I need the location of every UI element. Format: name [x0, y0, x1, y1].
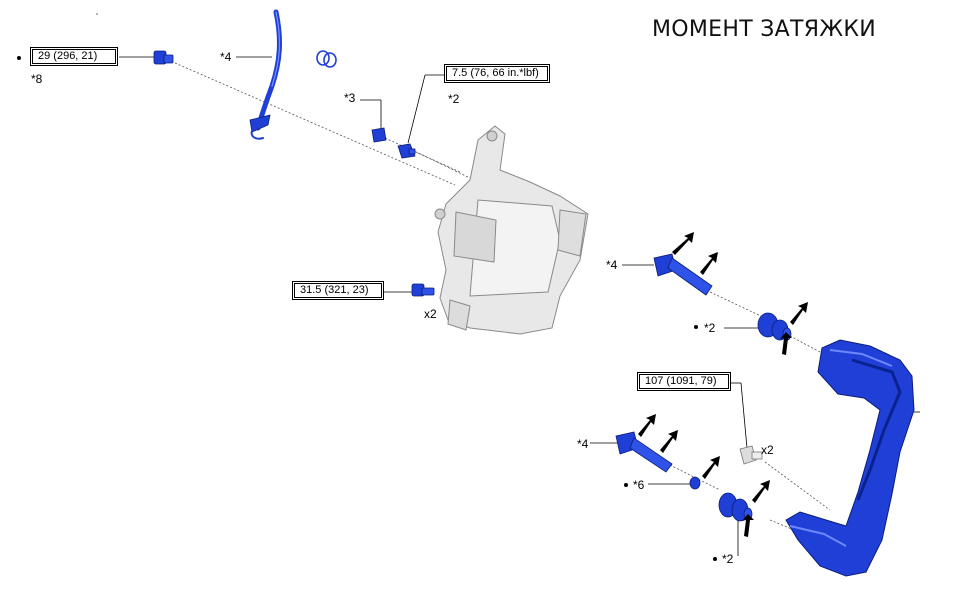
- label-part-4-lower-pin: *4: [577, 437, 589, 451]
- torque-box-bleeder-plug: 7.5 (76, 66 in.*lbf): [444, 64, 550, 83]
- torque-value: 29 (296, 21): [32, 49, 116, 64]
- grease-arrows: [638, 232, 808, 537]
- bushing: [689, 476, 701, 490]
- label-part-8: *8: [31, 72, 43, 86]
- label-part-4-upper-pin: *4: [606, 258, 618, 272]
- caliper-body: [434, 125, 589, 335]
- hose-clip: [316, 50, 337, 68]
- label-qty-bracket-bolt: x2: [761, 443, 774, 457]
- torque-box-bracket-bolt: 107 (1091, 79): [637, 372, 731, 391]
- bullet-dot: [624, 483, 628, 487]
- caliper-bracket: [785, 339, 920, 577]
- bullet-dot: [17, 56, 21, 60]
- bleeder-plug: [397, 143, 416, 159]
- bleeder-cap: [371, 127, 387, 143]
- torque-value: 31.5 (321, 23): [294, 283, 382, 298]
- slide-pin-lower: [615, 431, 673, 473]
- brake-hose: [249, 9, 282, 140]
- bullet-dot: [713, 557, 717, 561]
- stray-marks: [96, 13, 98, 15]
- slide-pin-upper: [653, 253, 713, 296]
- label-part-6: *6: [633, 478, 645, 492]
- label-part-4-hose: *4: [220, 50, 232, 64]
- label-part-2-bleeder: *2: [448, 92, 460, 106]
- bracket-bolt: [739, 445, 763, 465]
- bullet-dot: [694, 325, 698, 329]
- caliper-mount-bolt: [411, 283, 435, 297]
- label-qty-mount-bolt: x2: [424, 307, 437, 321]
- torque-box-union-bolt: 29 (296, 21): [30, 47, 118, 66]
- label-part-3: *3: [344, 91, 356, 105]
- page-title: МОМЕНТ ЗАТЯЖКИ: [652, 17, 877, 42]
- union-bolt: [153, 50, 174, 65]
- label-part-2-lower-boot: *2: [722, 552, 734, 566]
- torque-value: 107 (1091, 79): [639, 374, 729, 389]
- torque-box-mount-bolt: 31.5 (321, 23): [292, 281, 384, 300]
- leader-lines: [119, 56, 758, 556]
- torque-value: 7.5 (76, 66 in.*lbf): [446, 66, 548, 81]
- label-part-2-upper-boot: *2: [704, 321, 716, 335]
